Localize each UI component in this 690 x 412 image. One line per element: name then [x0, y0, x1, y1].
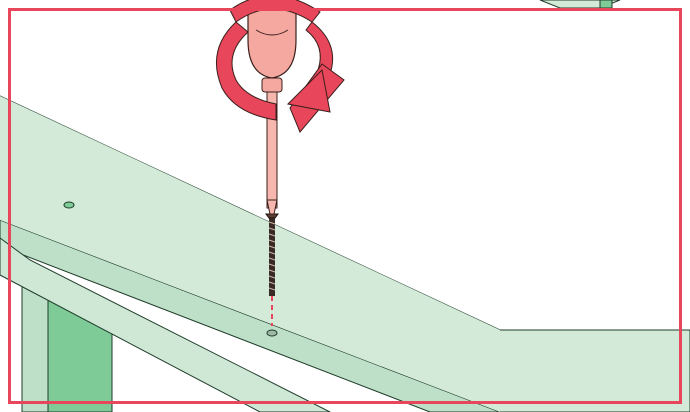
- rotation-arrow-icon: [215, 0, 345, 133]
- pilot-hole-left: [63, 201, 75, 209]
- rail-lower-beam: [0, 237, 331, 412]
- screw-icon: [265, 213, 279, 296]
- pilot-hole-target: [266, 329, 278, 337]
- rail-top-surface: [0, 95, 690, 412]
- corner-panel-piece: [539, 0, 621, 9]
- screwdriver-icon: [247, 0, 297, 215]
